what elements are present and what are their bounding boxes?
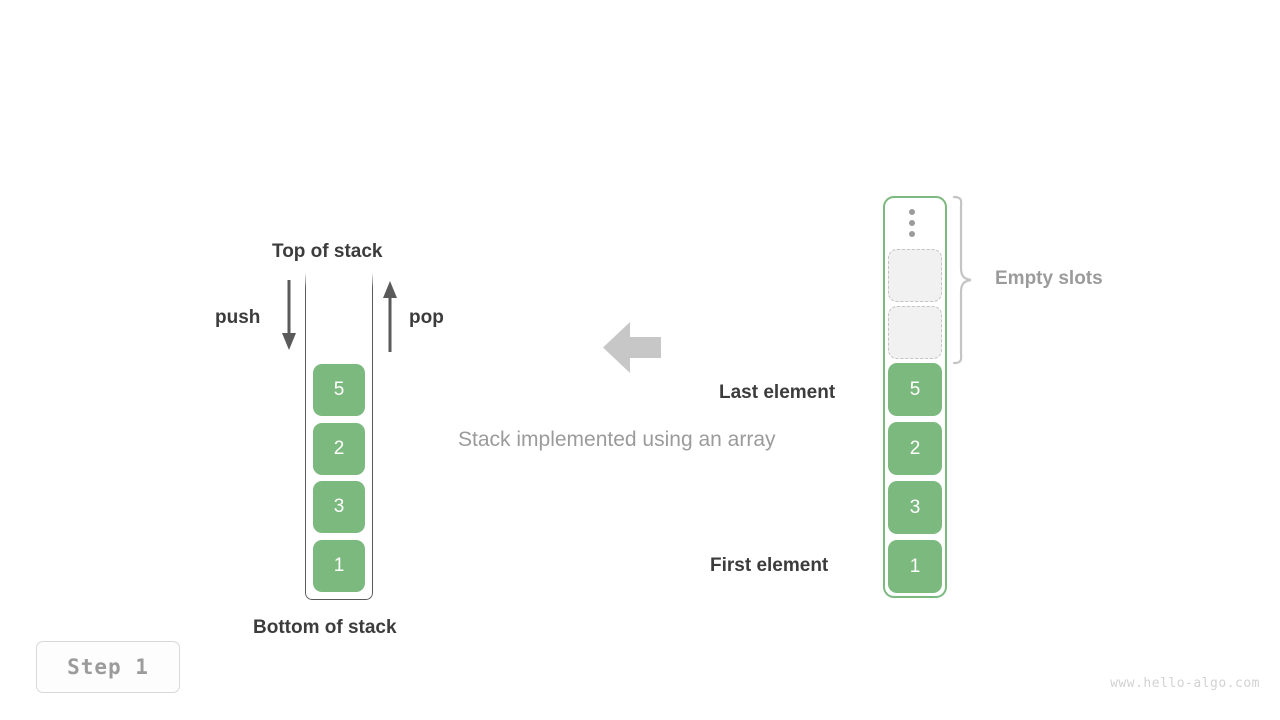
stack-cell: 5 bbox=[313, 364, 365, 416]
empty-slots-label: Empty slots bbox=[995, 268, 1103, 289]
center-caption: Stack implemented using an array bbox=[458, 428, 776, 451]
bottom-of-stack-label: Bottom of stack bbox=[253, 617, 397, 638]
array-cell: 3 bbox=[888, 481, 942, 534]
array-cell: 2 bbox=[888, 422, 942, 475]
array-cell: 1 bbox=[888, 540, 942, 593]
step-badge: Step 1 bbox=[36, 641, 180, 693]
top-of-stack-label: Top of stack bbox=[272, 241, 383, 262]
array-empty-slot bbox=[888, 306, 942, 359]
push-label: push bbox=[215, 307, 261, 328]
last-element-label: Last element bbox=[719, 382, 836, 403]
push-arrow-icon bbox=[282, 280, 296, 350]
transform-left-arrow-icon bbox=[603, 322, 661, 373]
pop-arrow-icon bbox=[383, 281, 397, 352]
empty-slots-brace-icon bbox=[952, 195, 972, 365]
first-element-label: First element bbox=[710, 555, 829, 576]
pop-label: pop bbox=[409, 307, 444, 328]
stack-cell: 1 bbox=[313, 540, 365, 592]
array-cell: 5 bbox=[888, 363, 942, 416]
stack-cell: 2 bbox=[313, 423, 365, 475]
array-empty-slot bbox=[888, 249, 942, 302]
watermark: www.hello-algo.com bbox=[1110, 676, 1260, 691]
stack-cell: 3 bbox=[313, 481, 365, 533]
stack-container bbox=[305, 272, 373, 600]
vertical-ellipsis-icon bbox=[909, 209, 919, 239]
